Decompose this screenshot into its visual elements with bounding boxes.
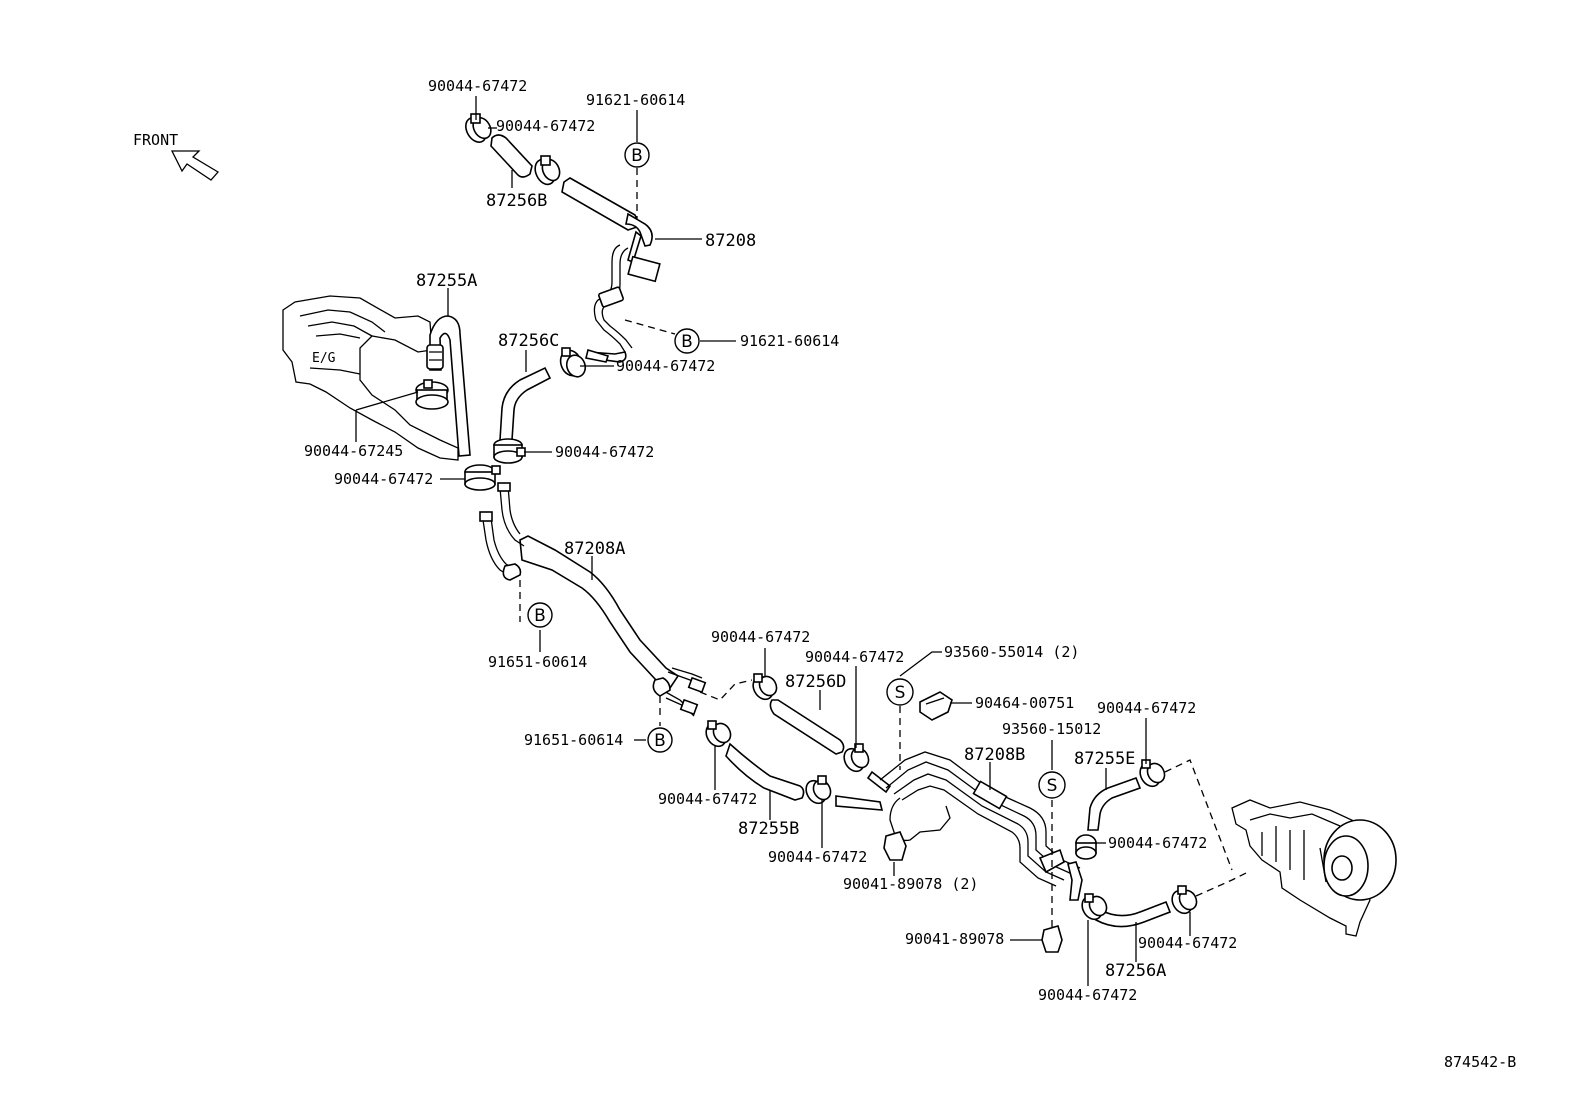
heater-unit bbox=[1231, 799, 1397, 937]
callout-b-87208a: B bbox=[527, 602, 553, 628]
clamp-top-left bbox=[465, 113, 492, 143]
hose-87255e bbox=[1075, 759, 1166, 860]
callout-b-top: B bbox=[624, 142, 650, 168]
label-clamp-lower-left: 90044-67472 bbox=[334, 470, 433, 488]
label-clamp-a-right: 90044-67472 bbox=[1138, 934, 1237, 952]
drawing-number: 874542-B bbox=[1444, 1053, 1516, 1071]
label-clip-90041-2: 90041-89078 (2) bbox=[843, 875, 978, 893]
label-hose-87255e: 87255E bbox=[1074, 749, 1135, 769]
label-hose-87256b: 87256B bbox=[486, 191, 547, 211]
callout-s-left-text: S bbox=[895, 683, 906, 703]
part-labels: 90044-67472 90044-67472 91621-60614 8725… bbox=[304, 77, 1237, 1004]
label-clip-90464: 90464-00751 bbox=[975, 694, 1074, 712]
label-clamp-e-right: 90044-67472 bbox=[1108, 834, 1207, 852]
hose-87256c bbox=[499, 366, 552, 441]
label-screw-93560-55014: 93560-55014 (2) bbox=[944, 643, 1079, 661]
label-clamp-a-bottom: 90044-67472 bbox=[1038, 986, 1137, 1004]
clip-90464 bbox=[919, 691, 953, 721]
label-bolt-mid: 91621-60614 bbox=[740, 332, 839, 350]
clamp-c-right bbox=[559, 347, 587, 378]
clip-90041-a bbox=[883, 831, 907, 861]
clamp-top-2 bbox=[534, 155, 561, 186]
callout-b-lower: B bbox=[647, 727, 673, 753]
label-clamp-d-right: 90044-67472 bbox=[805, 648, 904, 666]
clamp-lower-right bbox=[493, 438, 526, 464]
callout-b-mid-text: B bbox=[681, 332, 693, 352]
front-arrow: FRONT bbox=[133, 131, 220, 181]
label-hose-87255a: 87255A bbox=[416, 271, 477, 291]
dashed-lines bbox=[519, 168, 1249, 930]
callout-b-top-text: B bbox=[631, 146, 643, 166]
hose-87256d bbox=[752, 673, 870, 773]
callout-s-right-text: S bbox=[1047, 776, 1058, 796]
label-hose-87255b: 87255B bbox=[738, 819, 799, 839]
pipe-87208b bbox=[835, 751, 1083, 901]
label-clamp-b-lower: 90044-67472 bbox=[658, 790, 757, 808]
hose-87255a bbox=[426, 315, 471, 457]
leader-lines bbox=[355, 96, 1191, 986]
label-clamp-67245: 90044-67245 bbox=[304, 442, 403, 460]
label-bolt-91651-a: 91651-60614 bbox=[488, 653, 587, 671]
hose-87255b bbox=[705, 720, 832, 805]
callout-s-left: S bbox=[886, 678, 914, 706]
label-clamp-c-right: 90044-67472 bbox=[616, 357, 715, 375]
callout-b-mid: B bbox=[674, 328, 700, 354]
clamp-lower-left bbox=[464, 464, 501, 491]
hose-87256a bbox=[1081, 885, 1198, 928]
label-hose-87256c: 87256C bbox=[498, 331, 559, 351]
callout-s-right: S bbox=[1038, 771, 1066, 799]
label-bolt-91651-b: 91651-60614 bbox=[524, 731, 623, 749]
label-hose-87256d: 87256D bbox=[785, 672, 846, 692]
engine-label: E/G bbox=[312, 351, 336, 366]
callout-b-87208a-text: B bbox=[534, 606, 546, 626]
clamp-67245 bbox=[415, 379, 449, 410]
label-clamp-b-under: 90044-67472 bbox=[768, 848, 867, 866]
label-bolt-top: 91621-60614 bbox=[586, 91, 685, 109]
clip-90041-b bbox=[1041, 925, 1063, 953]
label-screw-93560-15012: 93560-15012 bbox=[1002, 720, 1101, 738]
label-pipe-87208: 87208 bbox=[705, 231, 756, 251]
pipe-87208 bbox=[561, 177, 661, 363]
front-label: FRONT bbox=[133, 131, 178, 149]
hose-87256b bbox=[490, 134, 533, 178]
label-pipe-87208b: 87208B bbox=[964, 745, 1025, 765]
label-pipe-87208a: 87208A bbox=[564, 539, 625, 559]
label-hose-87256a: 87256A bbox=[1105, 961, 1166, 981]
engine-block: E/G bbox=[282, 295, 459, 461]
label-clamp-e-top: 90044-67472 bbox=[1097, 699, 1196, 717]
label-clamp-lower-right: 90044-67472 bbox=[555, 443, 654, 461]
label-clamp-top-2: 90044-67472 bbox=[496, 117, 595, 135]
callout-b-lower-text: B bbox=[654, 731, 666, 751]
pipe-87208a bbox=[479, 482, 707, 717]
label-clamp-d-left: 90044-67472 bbox=[711, 628, 810, 646]
label-clamp-top-left: 90044-67472 bbox=[428, 77, 527, 95]
label-clip-90041: 90041-89078 bbox=[905, 930, 1004, 948]
